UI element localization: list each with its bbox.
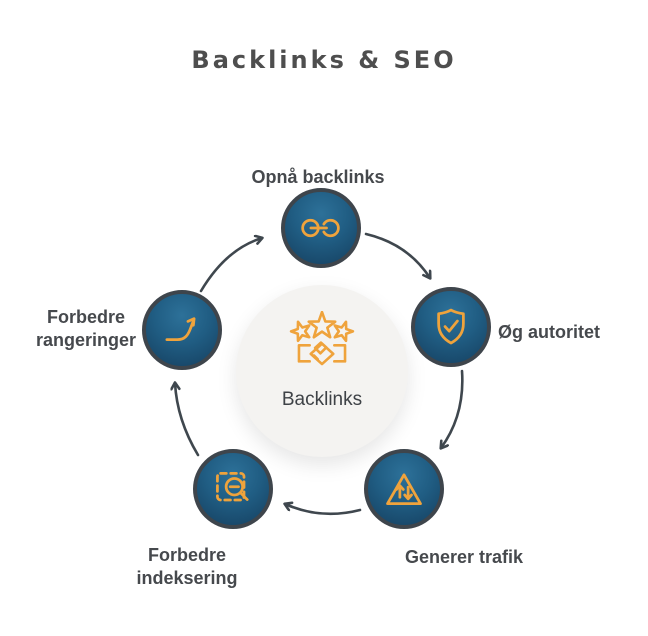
arrow-bottom-left-to-left	[175, 383, 200, 457]
label-og-autoritet: Øg autoritet	[498, 322, 600, 342]
chain-link-icon	[301, 218, 340, 238]
center-node: Backlinks	[236, 285, 408, 457]
node-generer-trafik	[364, 449, 444, 529]
center-label: Backlinks	[281, 389, 363, 410]
node-opna-backlinks	[281, 188, 361, 268]
label-generer-trafik: Generer trafik	[404, 547, 524, 567]
traffic-triangle-icon	[386, 473, 422, 506]
arrow-bottom-right-to-bottom-left	[285, 504, 362, 516]
label-forbedre-indeksering: Forbedre indeksering	[136, 545, 238, 588]
page-title: Backlinks & SEO	[191, 46, 457, 74]
shield-check-icon	[437, 308, 465, 345]
arrow-top-to-right	[364, 232, 430, 278]
label-opna-backlinks: Opnå backlinks	[251, 167, 385, 187]
stars-handshake-icon	[288, 311, 356, 371]
arrow-left-to-top	[199, 238, 262, 293]
label-forbedre-rangeringer: Forbedre rangeringer	[35, 307, 137, 350]
node-forbedre-rangeringer	[142, 290, 222, 370]
arrow-right-to-bottom-right	[441, 369, 464, 448]
node-og-autoritet	[411, 287, 491, 367]
node-forbedre-indeksering	[193, 449, 273, 529]
scan-search-icon	[216, 472, 249, 502]
growth-arrow-icon	[165, 317, 196, 341]
